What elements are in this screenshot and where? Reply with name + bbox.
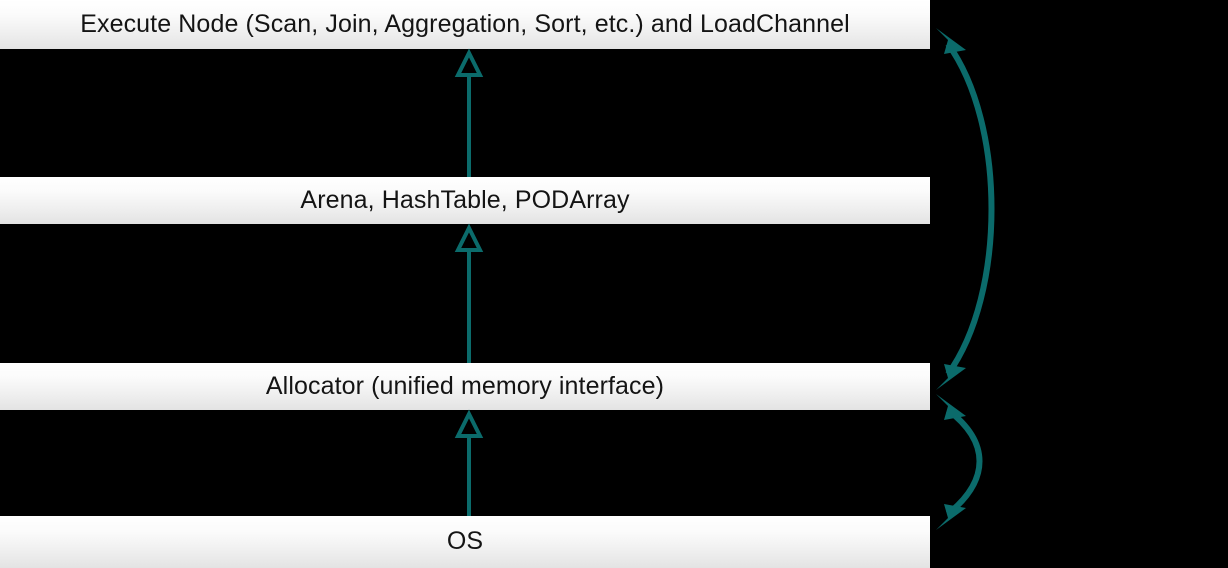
bidirectional-curve-allocator-os bbox=[936, 394, 983, 530]
bidirectional-curve-execute-node-allocator bbox=[936, 28, 995, 390]
generalization-arrow-os-to-allocator bbox=[454, 409, 484, 516]
layer-box-os: OS bbox=[0, 516, 930, 568]
generalization-arrow-allocator-to-arena bbox=[454, 223, 484, 363]
layer-label-allocator: Allocator (unified memory interface) bbox=[265, 371, 665, 400]
generalization-arrow-arena-to-execute-node bbox=[454, 48, 484, 177]
layer-label-arena: Arena, HashTable, PODArray bbox=[300, 185, 630, 214]
layer-box-execute-node: Execute Node (Scan, Join, Aggregation, S… bbox=[0, 0, 930, 49]
layer-label-execute-node: Execute Node (Scan, Join, Aggregation, S… bbox=[80, 9, 850, 38]
layer-label-os: OS bbox=[446, 527, 484, 556]
layer-box-allocator: Allocator (unified memory interface) bbox=[0, 363, 930, 410]
layer-box-arena: Arena, HashTable, PODArray bbox=[0, 177, 930, 224]
